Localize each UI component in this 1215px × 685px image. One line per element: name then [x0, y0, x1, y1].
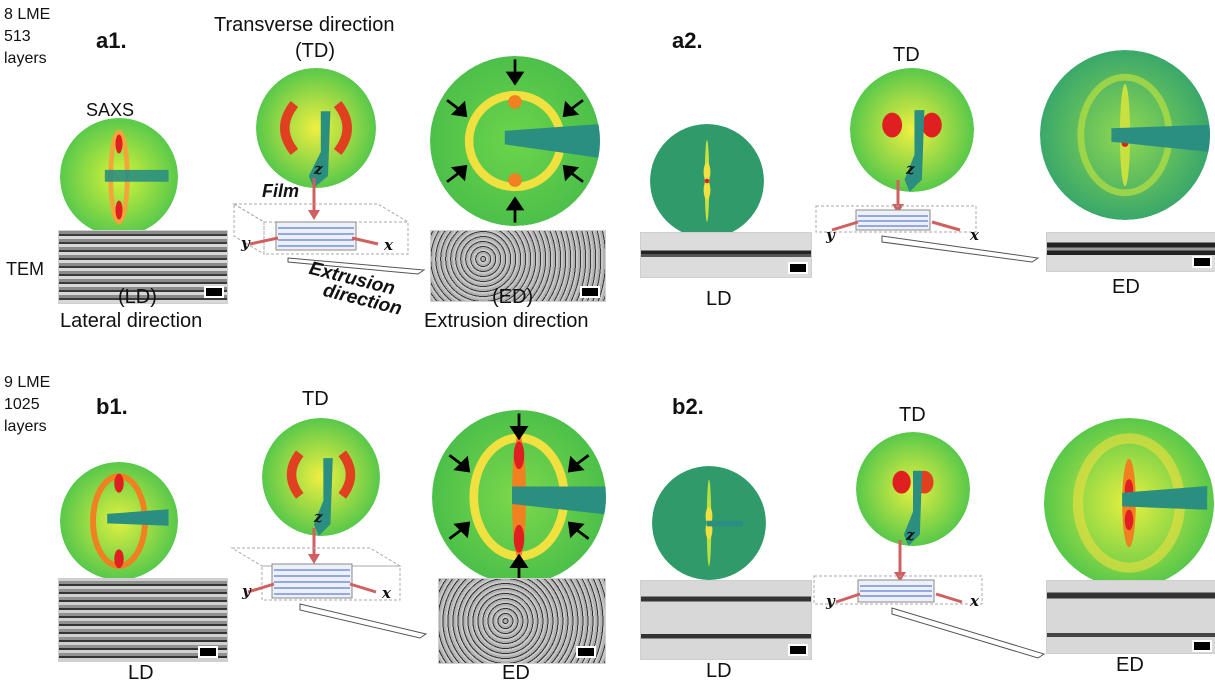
sample-a-label: 8 LME 513 layers	[4, 4, 50, 70]
ld-label-b2: LD	[706, 660, 732, 682]
scale-bar	[1192, 256, 1212, 268]
film-schematic-b1	[230, 528, 430, 648]
td-label-b2: TD	[899, 404, 926, 426]
saxs-pattern-b2-td	[856, 432, 970, 546]
saxs-pattern-b1-ld	[60, 462, 178, 580]
x-axis-label-a2: x	[970, 226, 979, 244]
scale-bar	[788, 262, 808, 274]
saxs-pattern-a2-td	[850, 68, 974, 192]
sample-a-line2: 513	[4, 28, 31, 45]
y-axis-label-a1: y	[241, 234, 250, 252]
x-axis-label-a1: x	[384, 236, 393, 254]
saxs-pattern-b2-ld	[652, 466, 766, 580]
z-axis-label-a1: z	[314, 160, 323, 178]
panel-b2-label: b2.	[672, 394, 704, 419]
saxs-pattern-b1-ed	[432, 410, 606, 584]
tem-image-b2-ld	[640, 580, 812, 660]
sample-a-line1: 8 LME	[4, 6, 51, 23]
ed-short-label-a1: (ED)	[492, 286, 534, 308]
scale-bar	[204, 286, 224, 298]
panel-b1-label: b1.	[96, 394, 128, 419]
ld-long-label-a1: Lateral direction	[60, 310, 203, 332]
ed-label-b2: ED	[1116, 654, 1144, 676]
saxs-pattern-a1-ed	[430, 56, 600, 226]
saxs-pattern-a1-ld	[60, 118, 178, 236]
film-schematic-b2	[812, 540, 1048, 662]
tem-image-a2-ld	[640, 232, 812, 278]
x-axis-label-b2: x	[970, 592, 979, 610]
film-schematic-a1	[228, 178, 428, 284]
saxs-pattern-a2-ld	[650, 124, 764, 238]
tem-label: TEM	[6, 259, 44, 279]
sample-b-label: 9 LME 1025 layers	[4, 372, 50, 438]
y-axis-label-a2: y	[826, 226, 835, 244]
panel-a2-label: a2.	[672, 28, 703, 53]
scale-bar	[198, 646, 218, 658]
ed-long-label-a1: Extrusion direction	[424, 310, 589, 332]
sample-b-line2: 1025	[4, 396, 40, 413]
saxs-pattern-a2-ed	[1040, 50, 1210, 220]
sample-b-line3: layers	[4, 418, 47, 435]
td-label-b1: TD	[302, 388, 329, 410]
sample-a-line3: layers	[4, 50, 47, 67]
ld-label-b1: LD	[128, 662, 154, 684]
tem-image-a1-ed	[430, 230, 606, 302]
scale-bar	[576, 646, 596, 658]
z-axis-label-b1: z	[314, 508, 323, 526]
tem-image-a1-ld	[58, 230, 228, 304]
z-axis-label-b2: z	[906, 526, 915, 544]
scale-bar	[788, 644, 808, 656]
scale-bar	[1192, 640, 1212, 652]
ld-short-label-a1: (LD)	[118, 286, 157, 308]
film-schematic-a2	[812, 180, 1042, 268]
scale-bar	[580, 286, 600, 298]
film-label: Film	[262, 181, 300, 201]
tem-image-b2-ed	[1046, 580, 1215, 654]
saxs-pattern-b1-td	[262, 418, 380, 536]
saxs-pattern-b2-ed	[1044, 418, 1214, 588]
td-label-a2: TD	[893, 44, 920, 66]
y-axis-label-b1: y	[242, 582, 251, 600]
tem-image-a2-ed	[1046, 232, 1215, 272]
y-axis-label-b2: y	[826, 592, 835, 610]
x-axis-label-b1: x	[382, 584, 391, 602]
saxs-pattern-a1-td	[256, 68, 376, 188]
saxs-label: SAXS	[86, 100, 135, 120]
td-label-a1-line2: (TD)	[295, 40, 335, 62]
ed-label-b1: ED	[502, 662, 530, 684]
panel-a1-label: a1.	[96, 28, 127, 53]
ed-label-a2: ED	[1112, 276, 1140, 298]
ld-label-a2: LD	[706, 288, 732, 310]
sample-b-line1: 9 LME	[4, 374, 51, 391]
z-axis-label-a2: z	[906, 160, 915, 178]
td-label-a1-line1: Transverse direction	[214, 14, 395, 36]
